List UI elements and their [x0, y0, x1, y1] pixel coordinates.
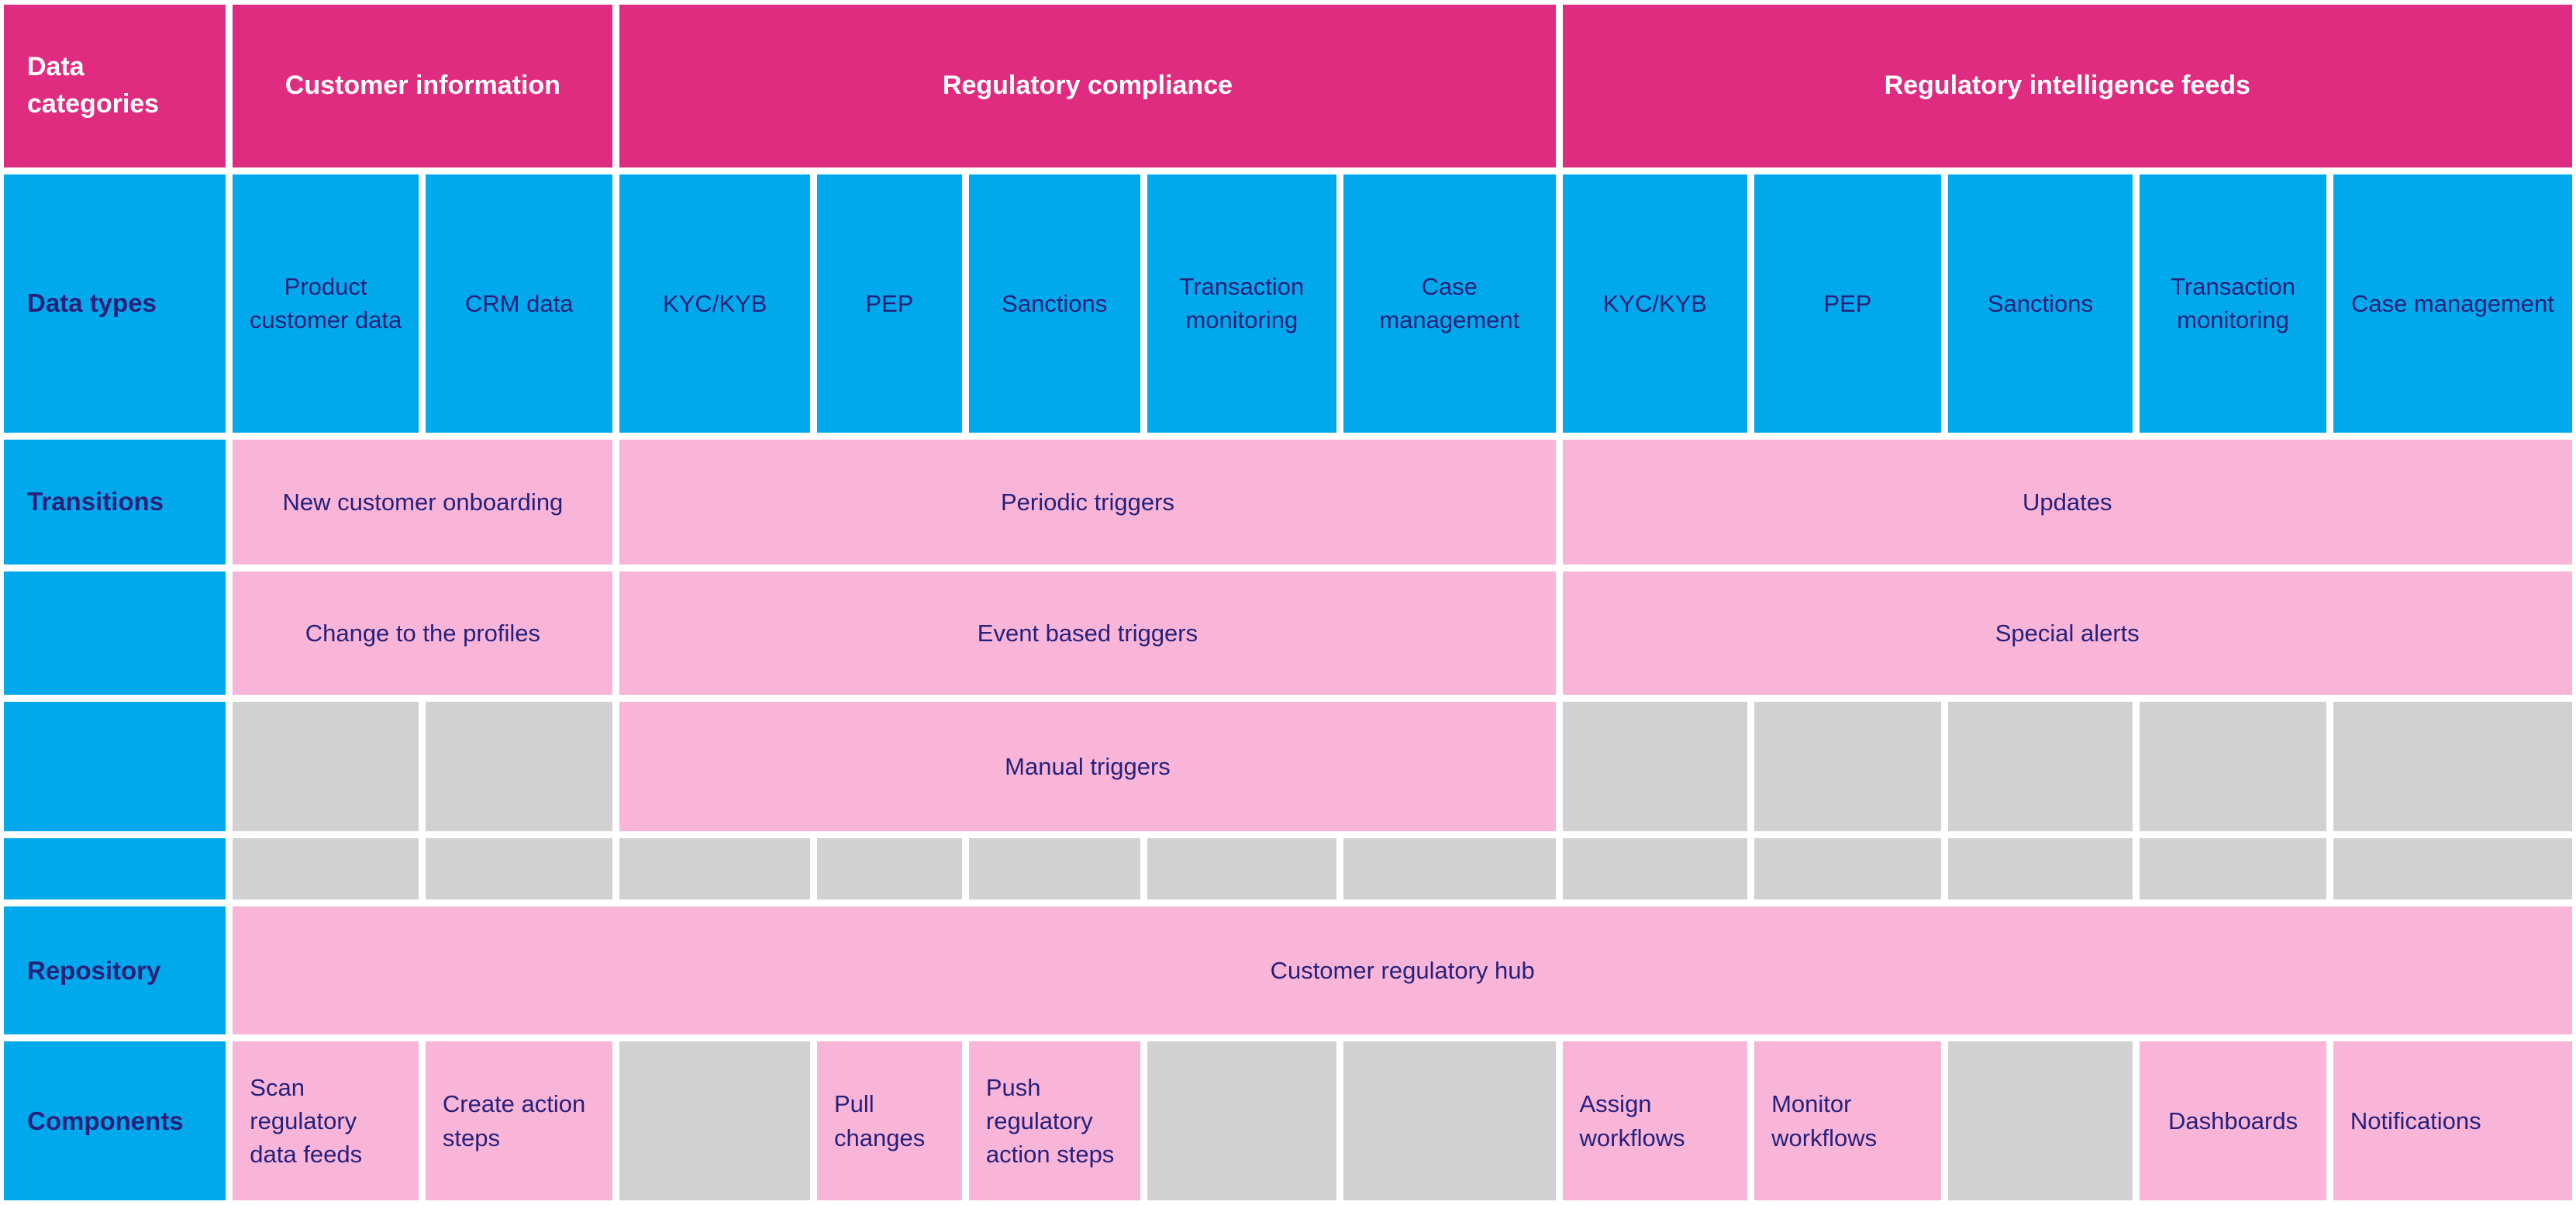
cell-empty-gray: [2333, 701, 2572, 831]
header-data-categories: Data categories: [4, 5, 226, 167]
cell-empty-gray: [1754, 837, 1941, 900]
cell-component-push-regulatory-action-steps: Push regulatory action steps: [968, 1041, 1140, 1200]
cell-component-pull-changes: Pull changes: [816, 1041, 962, 1200]
cell-component-scan-regulatory-data-feeds: Scan regulatory data feeds: [233, 1041, 419, 1200]
cell-data-type-transaction-monitoring-2: Transaction monitoring: [2140, 174, 2326, 433]
row-label-empty-3: [4, 837, 226, 900]
cell-empty-gray: [968, 837, 1140, 900]
cell-transition-new-customer-onboarding: New customer onboarding: [233, 439, 613, 565]
cell-empty-gray: [1947, 701, 2133, 831]
cell-transition-special-alerts: Special alerts: [1562, 571, 2572, 695]
cell-empty-gray: [1147, 837, 1337, 900]
cell-empty-gray: [2333, 837, 2572, 900]
cell-empty-gray: [425, 701, 613, 831]
cell-empty-gray: [1343, 1041, 1556, 1200]
cell-customer-regulatory-hub: Customer regulatory hub: [233, 906, 2572, 1035]
header-group-regulatory-intelligence-feeds: Regulatory intelligence feeds: [1562, 5, 2572, 167]
cell-empty-gray: [619, 837, 810, 900]
cell-transition-manual-triggers: Manual triggers: [619, 701, 1556, 831]
cell-data-type-sanctions-2: Sanctions: [1947, 174, 2133, 433]
cell-empty-gray: [816, 837, 962, 900]
row-label-empty-2: [4, 701, 226, 831]
cell-transition-change-to-the-profiles: Change to the profiles: [233, 571, 613, 695]
cell-data-type-transaction-monitoring-1: Transaction monitoring: [1147, 174, 1337, 433]
cell-data-type-kyc-kyb-2: KYC/KYB: [1562, 174, 1748, 433]
cell-component-assign-workflows: Assign workflows: [1562, 1041, 1748, 1200]
cell-component-monitor-workflows: Monitor workflows: [1754, 1041, 1941, 1200]
cell-transition-event-based-triggers: Event based triggers: [619, 571, 1556, 695]
cell-data-type-case-management-2: Case management: [2333, 174, 2572, 433]
cell-empty-gray: [425, 837, 613, 900]
cell-component-create-action-steps: Create action steps: [425, 1041, 613, 1200]
cell-transition-periodic-triggers: Periodic triggers: [619, 439, 1556, 565]
cell-component-notifications: Notifications: [2333, 1041, 2572, 1200]
cell-transition-updates: Updates: [1562, 439, 2572, 565]
cell-data-type-pep-2: PEP: [1754, 174, 1941, 433]
cell-data-type-sanctions-1: Sanctions: [968, 174, 1140, 433]
cell-empty-gray: [233, 701, 419, 831]
row-label-repository: Repository: [4, 906, 226, 1035]
cell-empty-gray: [2140, 701, 2326, 831]
header-group-customer-information: Customer information: [233, 5, 613, 167]
cell-data-type-pep-1: PEP: [816, 174, 962, 433]
cell-data-type-kyc-kyb-1: KYC/KYB: [619, 174, 810, 433]
row-label-components: Components: [4, 1041, 226, 1200]
cell-data-type-product-customer-data: Product customer data: [233, 174, 419, 433]
cell-empty-gray: [2140, 837, 2326, 900]
cell-data-type-case-management-1: Case management: [1343, 174, 1556, 433]
cell-empty-gray: [619, 1041, 810, 1200]
cell-empty-gray: [1947, 837, 2133, 900]
cell-data-type-crm-data: CRM data: [425, 174, 613, 433]
row-label-transitions: Transitions: [4, 439, 226, 565]
cell-empty-gray: [1754, 701, 1941, 831]
cell-empty-gray: [233, 837, 419, 900]
row-label-data-types: Data types: [4, 174, 226, 433]
cell-empty-gray: [1147, 1041, 1337, 1200]
cell-empty-gray: [1562, 837, 1748, 900]
cell-empty-gray: [1343, 837, 1556, 900]
cell-empty-gray: [1947, 1041, 2133, 1200]
header-group-regulatory-compliance: Regulatory compliance: [619, 5, 1556, 167]
cell-component-dashboards: Dashboards: [2140, 1041, 2326, 1200]
cell-empty-gray: [1562, 701, 1748, 831]
row-label-empty-1: [4, 571, 226, 695]
